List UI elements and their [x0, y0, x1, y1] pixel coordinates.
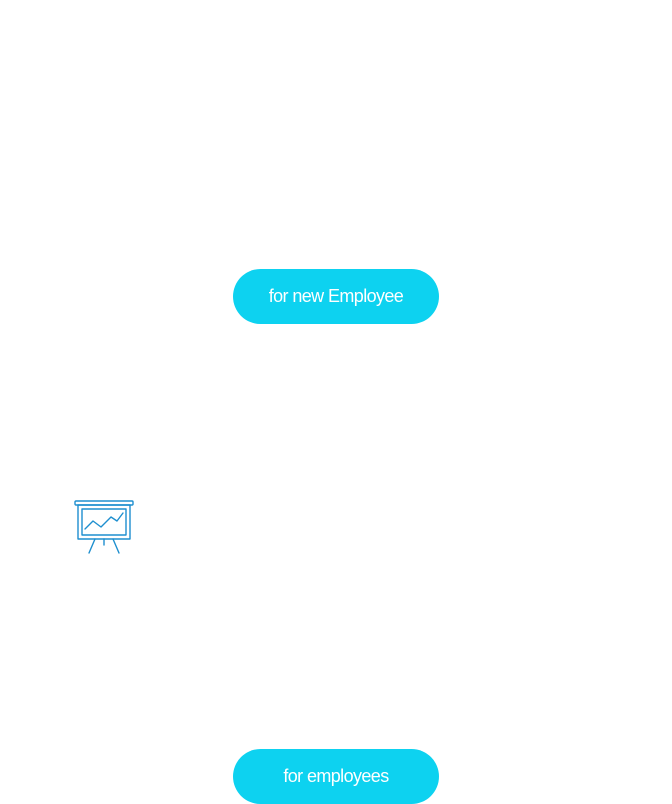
for-employees-button-label: for employees	[283, 766, 389, 786]
presentation-chart-icon	[73, 499, 135, 555]
for-employees-button[interactable]: for employees	[233, 749, 439, 804]
for-new-employee-button-label: for new Employee	[268, 286, 404, 306]
for-new-employee-button[interactable]: for new Employee	[233, 269, 439, 324]
